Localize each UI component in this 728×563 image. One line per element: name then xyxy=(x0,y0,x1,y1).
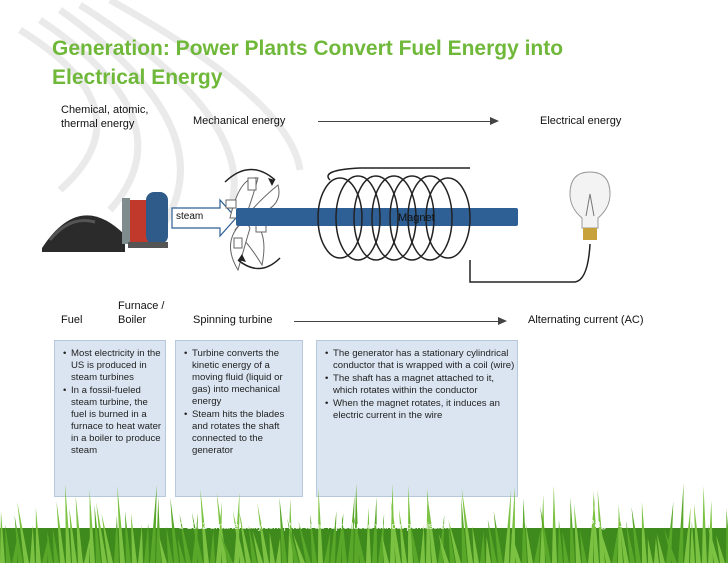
generator-bullet-1: The generator has a stationary cylindric… xyxy=(325,348,517,372)
electrical-energy-label: Electrical energy xyxy=(540,115,622,127)
turbine-info-box: Turbine converts the kinetic energy of a… xyxy=(175,340,303,497)
generator-bullet-2: The shaft has a magnet attached to it, w… xyxy=(325,373,517,397)
furnace-line-1: Furnace / xyxy=(118,300,165,312)
copyright-text: © 2012 Smarterutility.com | Not to be re… xyxy=(178,521,450,531)
lightbulb-image xyxy=(569,171,611,240)
mechanical-energy-label: Mechanical energy xyxy=(193,115,286,127)
chemical-line-2: thermal energy xyxy=(61,118,135,130)
turbine-bullet-1: Turbine converts the kinetic energy of a… xyxy=(184,348,302,408)
turbine-bullet-2: Steam hits the blades and rotates the sh… xyxy=(184,409,302,457)
steam-label: steam xyxy=(176,211,204,222)
turbine-arrow-head xyxy=(498,317,507,325)
coil-image xyxy=(317,167,591,283)
coal-pile-image xyxy=(42,215,125,252)
fuel-bullet-1: Most electricity in the US is produced i… xyxy=(63,348,165,384)
grass-decoration xyxy=(0,483,728,563)
boiler-image xyxy=(122,192,168,248)
fuel-bullet-2: In a fossil-fueled steam turbine, the fu… xyxy=(63,385,165,457)
title-line-2: Electrical Energy xyxy=(52,66,223,89)
page-title: Generation: Power Plants Convert Fuel En… xyxy=(52,34,563,92)
chemical-line-1: Chemical, atomic, xyxy=(61,104,149,116)
energy-arrow-line xyxy=(318,121,492,122)
energy-arrow-head xyxy=(490,117,499,125)
page-number: Page: 17 xyxy=(587,518,632,530)
power-plant-diagram xyxy=(42,167,611,283)
spinning-turbine-label: Spinning turbine xyxy=(193,314,273,326)
fuel-info-box: Most electricity in the US is produced i… xyxy=(54,340,166,497)
shaft xyxy=(236,208,518,226)
chemical-energy-label: Chemical, atomic, thermal energy xyxy=(61,103,148,131)
fuel-label: Fuel xyxy=(61,314,83,326)
generator-info-box: The generator has a stationary cylindric… xyxy=(316,340,518,497)
ac-label: Alternating current (AC) xyxy=(528,314,644,326)
title-line-1: Generation: Power Plants Convert Fuel En… xyxy=(52,37,564,60)
generator-bullet-3: When the magnet rotates, it induces an e… xyxy=(325,398,517,422)
steam-arrow xyxy=(171,198,237,238)
turbine-arrow-line xyxy=(294,321,500,322)
furnace-line-2: Boiler xyxy=(118,314,147,326)
magnet-label: Magnet xyxy=(398,212,435,224)
furnace-boiler-label: Furnace / Boiler xyxy=(118,299,164,327)
